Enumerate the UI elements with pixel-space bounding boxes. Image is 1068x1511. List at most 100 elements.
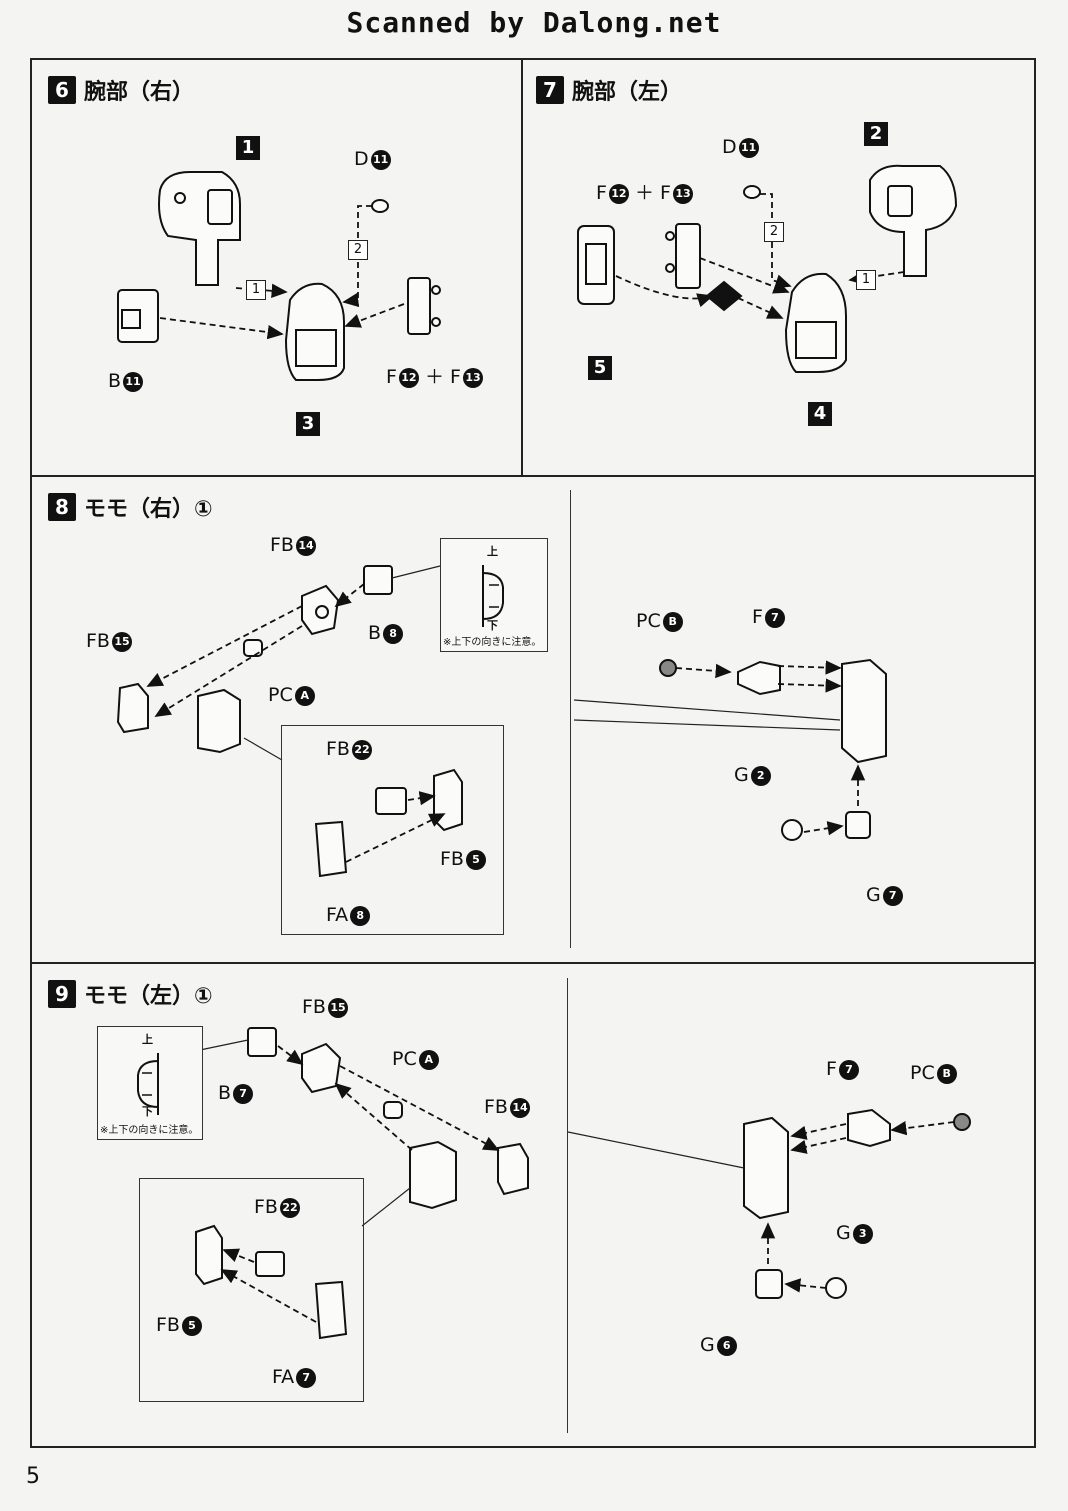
label-letter: G xyxy=(866,884,881,906)
hint-part-sketch xyxy=(482,565,504,627)
label-letter: FB xyxy=(254,1196,278,1218)
step7-sequence-2: 2 xyxy=(764,222,784,242)
divider-row2-row3 xyxy=(30,962,1036,964)
step7-upper-arm-part xyxy=(869,164,958,277)
step8-pca-part xyxy=(243,639,263,657)
hint-note: ※上下の向きに注意。 xyxy=(100,1125,199,1136)
step7-elbow-part xyxy=(784,272,847,373)
step9-arrow-7 xyxy=(790,1123,847,1140)
step-7-number: 7 xyxy=(536,76,564,104)
label-number: 2 xyxy=(750,765,771,786)
step9-fa7-part xyxy=(314,1280,348,1340)
step6-sequence-2: 2 xyxy=(348,240,368,260)
hint-bottom-mark: 下 xyxy=(142,1105,153,1118)
label-letter: D xyxy=(354,148,369,170)
step9-arrow-4 xyxy=(222,1248,255,1263)
step6-disc-d11 xyxy=(371,199,389,213)
step8-fb15-part xyxy=(116,682,149,734)
step9-f7-joint xyxy=(847,1108,891,1148)
label-number: 7 xyxy=(838,1059,859,1080)
label-letter: F xyxy=(386,366,397,388)
step8-fb22-part xyxy=(375,787,407,815)
step8-f7-joint xyxy=(737,660,781,696)
step9-inset-callout xyxy=(361,1187,411,1227)
step8-arrow-1 xyxy=(334,583,365,608)
label-number: 7 xyxy=(882,885,903,906)
label-letter: D xyxy=(722,136,737,158)
step8-inset-callout xyxy=(243,737,283,761)
step6-elbow-part xyxy=(284,282,345,381)
step9-fb15-part xyxy=(301,1042,342,1094)
step-7-heading: 腕部（左） xyxy=(572,80,683,105)
label-letter: FB xyxy=(440,848,464,870)
label-letter: PC xyxy=(268,684,293,706)
step6-hand-part-b11 xyxy=(117,289,159,343)
step8-thigh-assembled xyxy=(841,658,887,764)
step8-arrow-4 xyxy=(407,791,436,806)
step7-side-part-f xyxy=(665,223,701,289)
step9-fb14-part xyxy=(497,1142,529,1196)
step7-part-number-5: 5 xyxy=(588,356,612,380)
step7-sequence-1: 1 xyxy=(856,270,876,290)
step8-arrow-7 xyxy=(777,660,842,675)
label-letter: FB xyxy=(302,996,326,1018)
step-9-heading: モモ（左）① xyxy=(84,984,213,1009)
label-number: 8 xyxy=(383,623,404,644)
label-number: 12 xyxy=(608,183,629,204)
step9-thigh-part xyxy=(409,1140,457,1210)
step6-sequence-1: 1 xyxy=(246,280,266,300)
label-letter: F xyxy=(752,606,763,628)
step-9-title: 9 モモ（左）① xyxy=(48,978,213,1010)
step6-side-part-f xyxy=(407,277,441,335)
label-letter: G xyxy=(734,764,749,786)
step9-arrow-8 xyxy=(790,1137,847,1154)
step6-upper-arm-part xyxy=(158,171,241,286)
step9-arrow-1 xyxy=(277,1045,304,1066)
divider-row1-row2 xyxy=(30,475,1036,477)
step7-arrow-4 xyxy=(737,297,784,319)
label-letter: G xyxy=(700,1334,715,1356)
label-letter: F xyxy=(660,182,671,204)
divider-step8-detail xyxy=(570,490,571,948)
step9-thigh-assembled xyxy=(743,1116,789,1220)
step9-arrow-6 xyxy=(890,1121,955,1136)
step9-fb22-part xyxy=(255,1251,285,1277)
label-number: 12 xyxy=(398,367,419,388)
label-number: A xyxy=(294,685,315,706)
label-letter: FB xyxy=(326,738,350,760)
label-letter: B xyxy=(368,622,382,644)
step8-fb14-part xyxy=(301,584,340,636)
plus-sign: ＋ xyxy=(424,366,444,388)
step9-g6-part xyxy=(755,1269,783,1299)
step9-arrow-9 xyxy=(784,1278,827,1293)
hint-top-mark: 上 xyxy=(487,545,498,558)
label-letter: F xyxy=(826,1058,837,1080)
step-8-title: 8 モモ（右）① xyxy=(48,491,213,523)
step8-arrow-3 xyxy=(154,625,303,717)
plus-sign: ＋ xyxy=(634,182,654,204)
step-8-number: 8 xyxy=(48,493,76,521)
step7-hand-part xyxy=(577,225,615,305)
label-number: 13 xyxy=(672,183,693,204)
label-letter: F xyxy=(596,182,607,204)
step8-b8-part xyxy=(363,565,393,595)
step-6-title: 6 腕部（右） xyxy=(48,74,194,106)
step8-pcb-ball xyxy=(659,659,677,677)
step-6-heading: 腕部（右） xyxy=(84,80,195,105)
step-6-number: 6 xyxy=(48,76,76,104)
label-letter: PC xyxy=(910,1062,935,1084)
label-number: 7 xyxy=(296,1367,317,1388)
